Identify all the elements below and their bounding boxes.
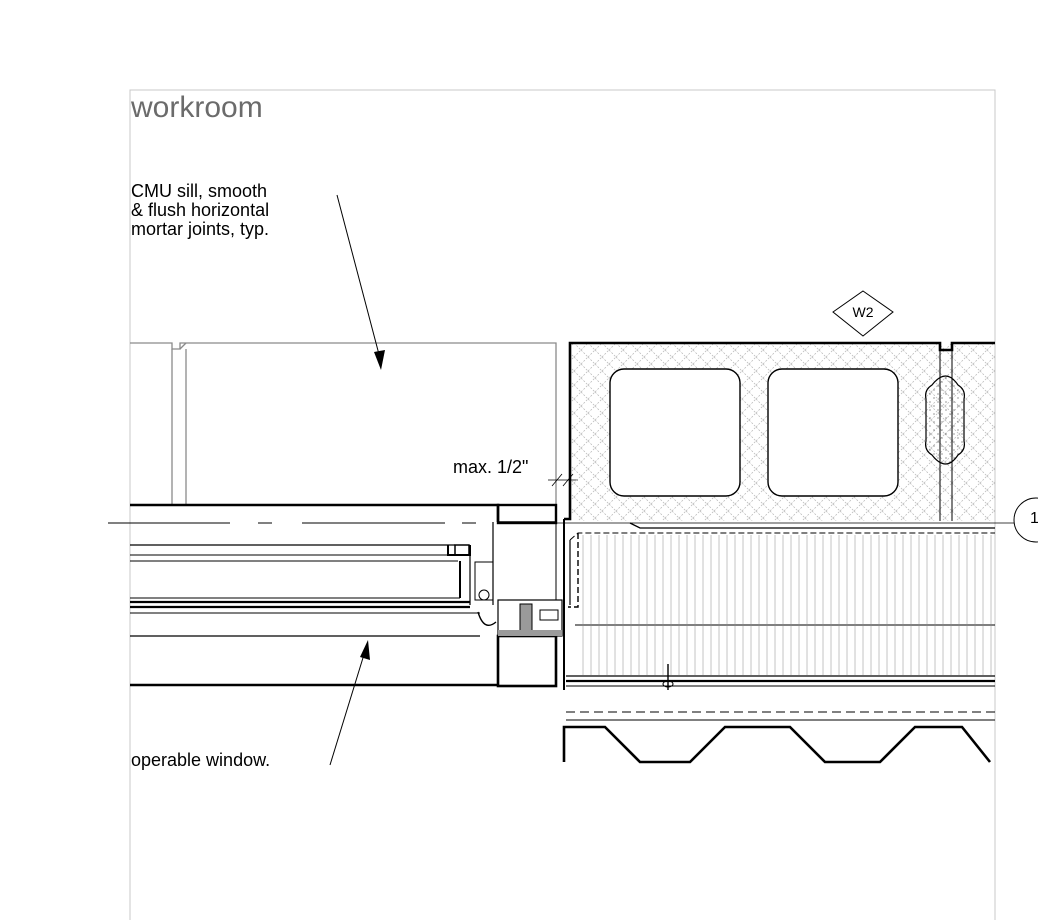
sill-receptor — [496, 503, 563, 688]
cmu-sill-note-line-3: mortar joints, typ. — [131, 219, 270, 239]
cmu-wall — [564, 341, 995, 521]
arrowhead-cmu-sill — [374, 350, 385, 370]
cmu-sill-note: CMU sill, smooth & flush horizontal mort… — [131, 182, 331, 239]
cmu-sill-note-line-1: CMU sill, smooth — [131, 181, 268, 201]
arrowhead-window — [360, 640, 370, 660]
wall-type-tag-label: W2 — [852, 304, 874, 320]
leader-window — [329, 647, 367, 766]
wall-type-tag — [832, 290, 894, 337]
insulation-lines — [582, 535, 992, 675]
leader-cmu-sill — [336, 194, 382, 363]
operable-window-note: operable window. — [131, 750, 271, 770]
grid-bubble-label: 1 — [1030, 510, 1038, 527]
grid-bubble — [1013, 497, 1038, 543]
insulation-assembly — [563, 519, 995, 721]
cmu-sill-note-line-2: & flush horizontal — [131, 200, 270, 220]
metal-deck — [562, 725, 992, 764]
max-gap-note: max. 1/2" — [453, 457, 529, 477]
window-frame — [130, 503, 556, 687]
cmu-sill — [130, 342, 557, 505]
room-label: workroom — [131, 91, 263, 124]
